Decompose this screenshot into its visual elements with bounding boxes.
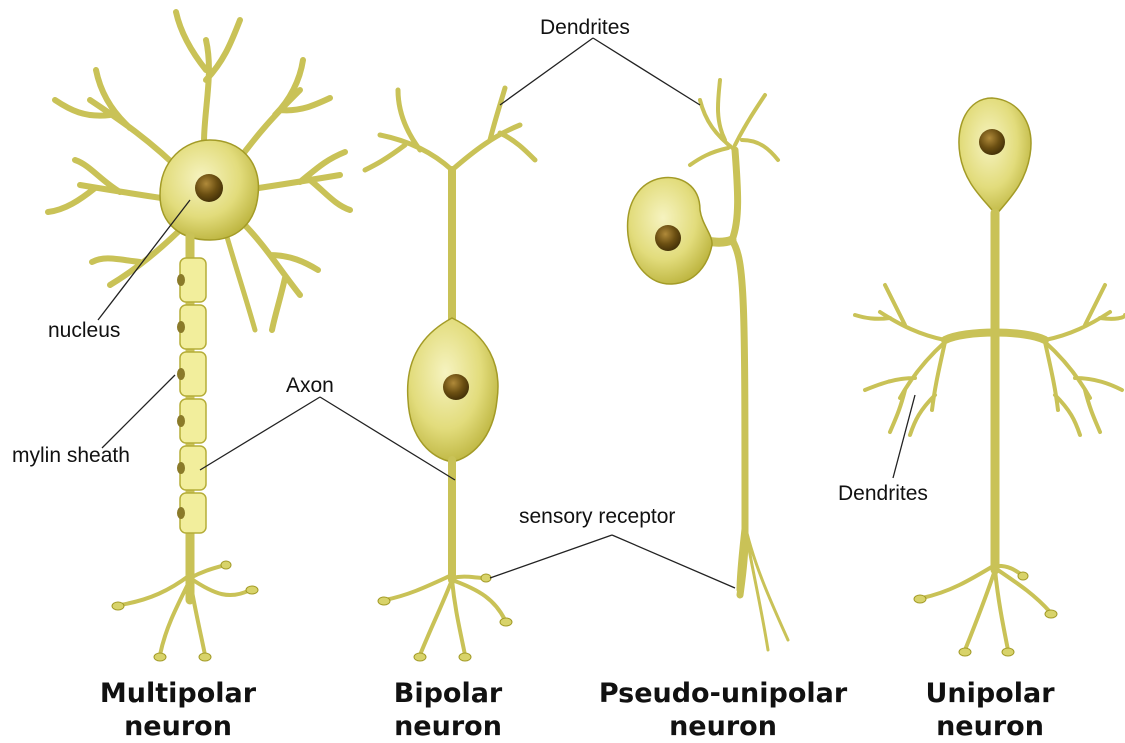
- label-sensory-receptor: sensory receptor: [519, 505, 675, 528]
- unipolar-soma: [959, 98, 1031, 215]
- caption-multipolar-line1: Multipolar: [100, 678, 257, 709]
- caption-unipolar-line2: neuron: [936, 711, 1044, 742]
- multipolar-axon-terminals: [120, 565, 250, 655]
- unipolar-dendrites: [855, 285, 1125, 435]
- label-dendrites-top: Dendrites: [540, 16, 630, 39]
- caption-unipolar-line1: Unipolar: [925, 678, 1055, 709]
- label-nucleus: nucleus: [48, 319, 120, 342]
- label-dendrites-unipolar: Dendrites: [838, 482, 928, 505]
- pseudo-unipolar-neuron: [628, 80, 788, 650]
- bipolar-nucleus: [443, 374, 469, 400]
- multipolar-terminal-knobs: [112, 561, 258, 661]
- bipolar-axon-terminals: [385, 575, 505, 655]
- label-mylin-sheath: mylin sheath: [12, 444, 130, 467]
- multipolar-nucleus: [195, 174, 223, 202]
- pseudo-unipolar-nucleus: [655, 225, 681, 251]
- bipolar-dendrites: [365, 88, 535, 170]
- unipolar-axon-terminals: [922, 565, 1050, 650]
- caption-pseudo-unipolar-line2: neuron: [669, 711, 777, 742]
- bipolar-neuron: [365, 88, 535, 661]
- caption-multipolar-line2: neuron: [124, 711, 232, 742]
- unipolar-neuron: [855, 98, 1125, 656]
- unipolar-terminal-knobs: [914, 572, 1057, 656]
- leader-lines: [98, 38, 915, 588]
- caption-bipolar-line1: Bipolar: [394, 678, 503, 709]
- caption-pseudo-unipolar-line1: Pseudo-unipolar: [599, 678, 848, 709]
- label-axon: Axon: [286, 374, 334, 397]
- caption-bipolar-line2: neuron: [394, 711, 502, 742]
- bipolar-terminal-knobs: [378, 574, 512, 661]
- unipolar-nucleus: [979, 129, 1005, 155]
